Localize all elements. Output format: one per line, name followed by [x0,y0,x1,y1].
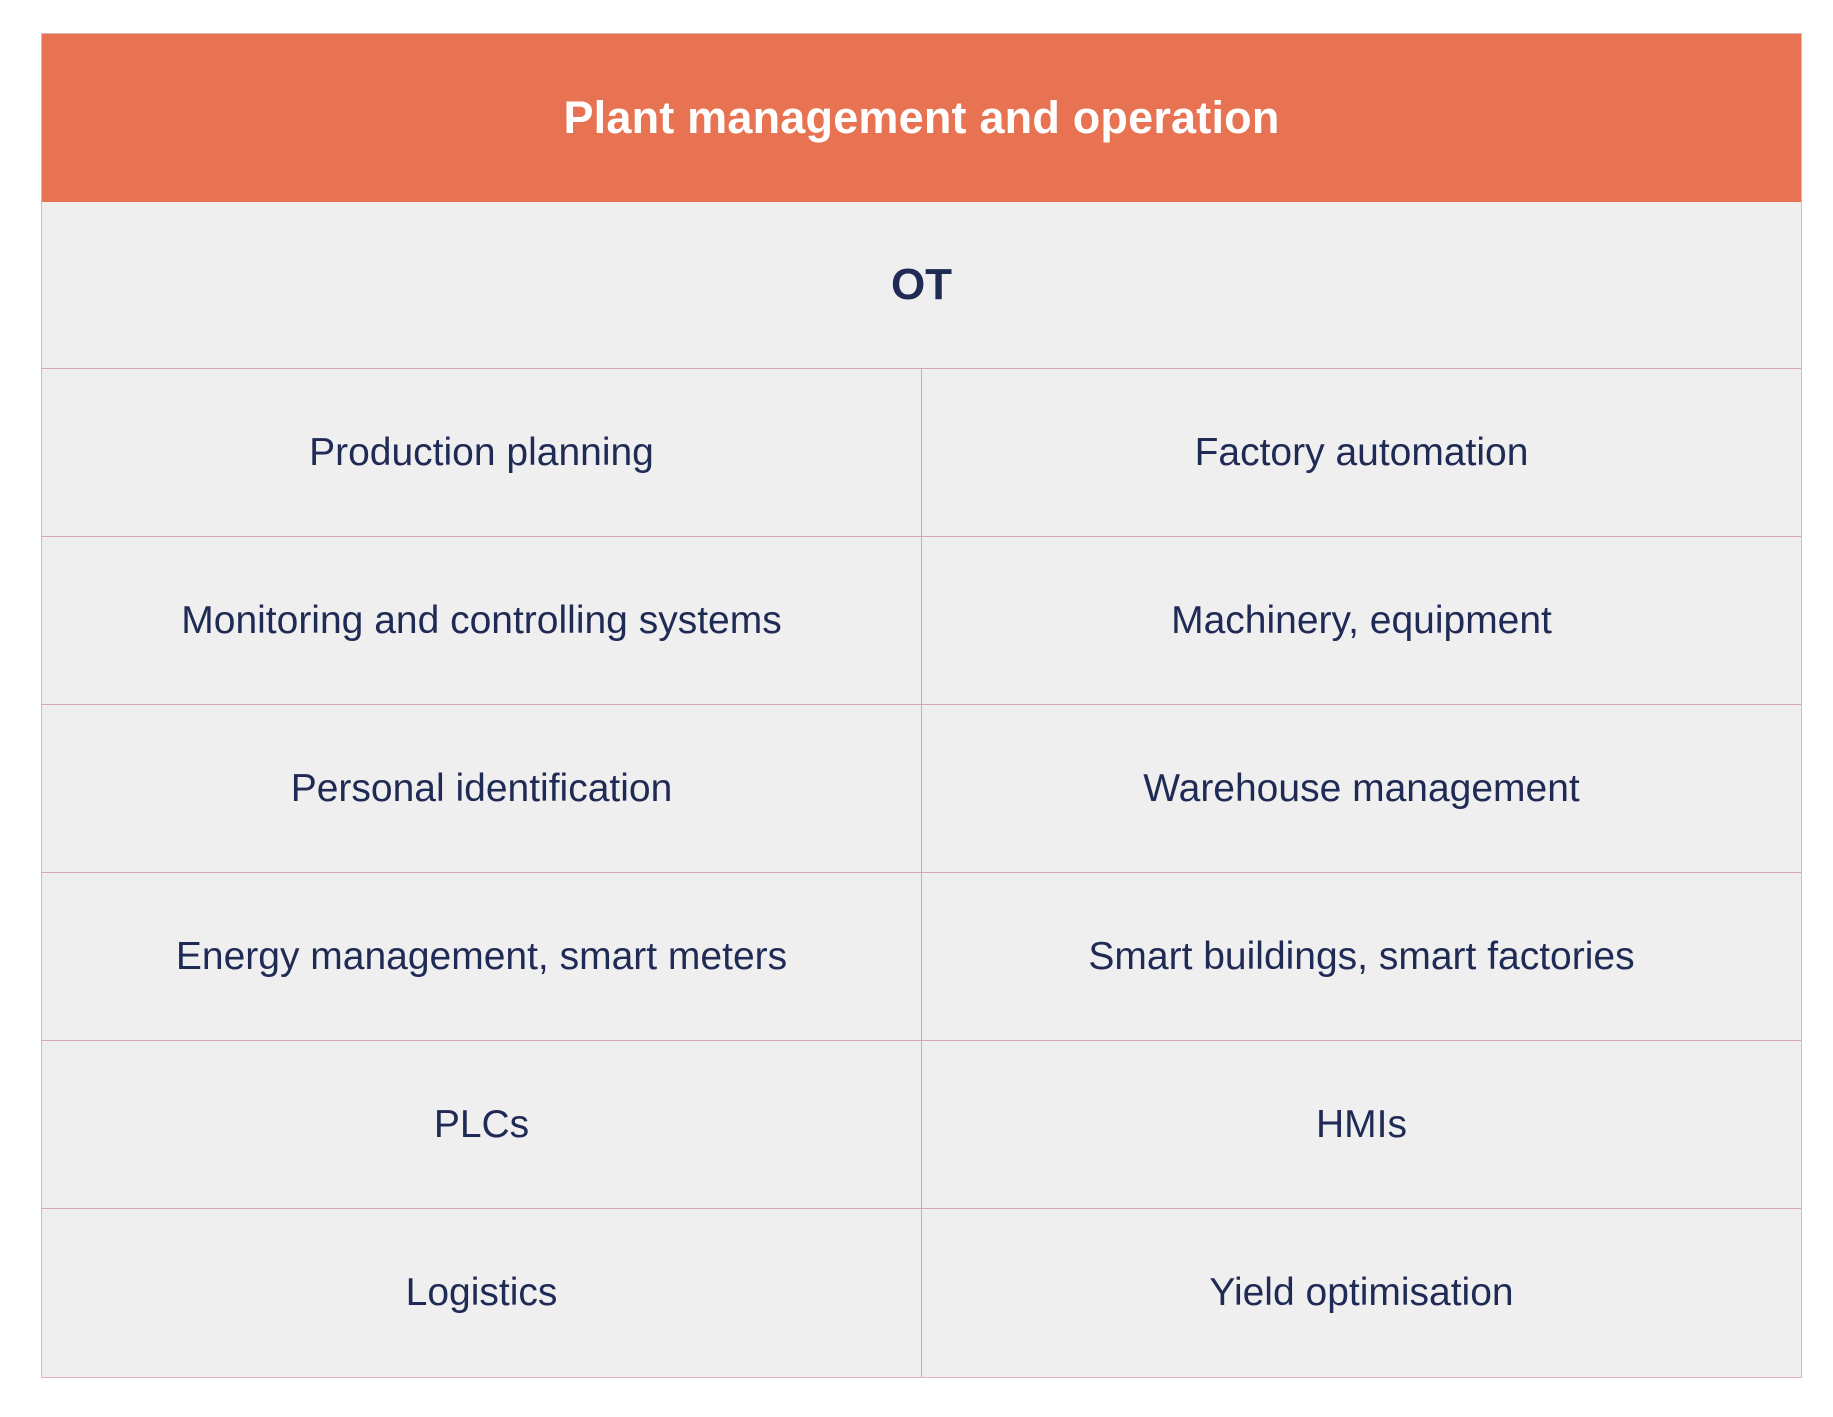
table-row: Personal identification Warehouse manage… [42,705,1801,873]
table-cell-left: Personal identification [42,705,922,872]
table-cell-right: Factory automation [1194,430,1529,474]
table-cell-left: Energy management, smart meters [42,873,922,1040]
table-cell-right: HMIs [1316,1102,1407,1146]
table-cell-right: Yield optimisation [1209,1271,1514,1314]
table-cell-left: PLCs [42,1041,922,1208]
table-cell-right: Machinery, equipment [1171,598,1552,642]
table-cell-right: Smart buildings, smart factories [1088,934,1635,978]
table-row: Monitoring and controlling systems Machi… [42,537,1801,705]
ot-table: Plant management and operation OT Produc… [41,33,1802,1378]
table-row: PLCs HMIs [42,1041,1801,1209]
table-row: Production planning Factory automation [42,369,1801,537]
table-cell-right: Warehouse management [1143,766,1580,810]
table-title: Plant management and operation [42,34,1801,202]
table-row: Energy management, smart meters Smart bu… [42,873,1801,1041]
table-row: Logistics Yield optimisation [42,1209,1801,1377]
table-cell-left: Production planning [42,369,922,536]
table-cell-left: Monitoring and controlling systems [42,537,922,704]
section-heading-ot: OT [42,202,1801,369]
table-cell-left: Logistics [42,1209,922,1377]
